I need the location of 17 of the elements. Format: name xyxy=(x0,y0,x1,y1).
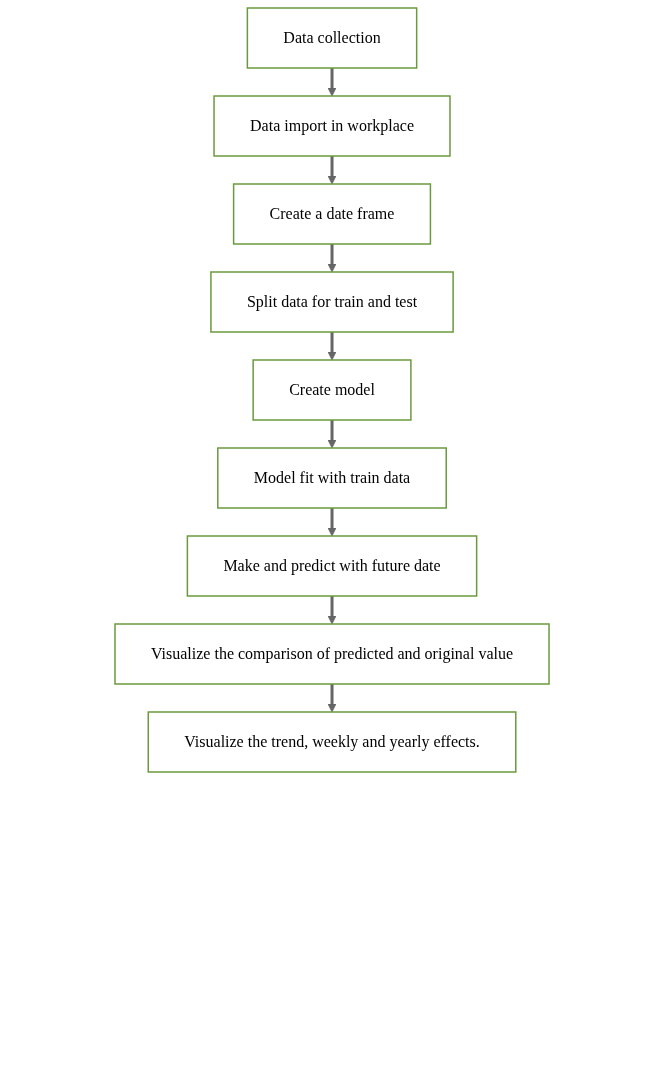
node-box: Model fit with train data xyxy=(217,447,447,509)
arrow xyxy=(327,684,337,713)
node-box: Make and predict with future date xyxy=(186,535,478,597)
arrow xyxy=(327,596,337,625)
arrow xyxy=(327,68,337,97)
arrow xyxy=(327,156,337,185)
node-box: Visualize the trend, weekly and yearly effects. xyxy=(147,711,517,773)
node-box: Create model xyxy=(252,359,412,421)
arrow xyxy=(327,244,337,273)
arrow xyxy=(327,508,337,537)
node-box: Split data for train and test xyxy=(210,271,454,333)
node-box: Visualize the comparison of predicted and original value xyxy=(114,623,550,685)
arrow xyxy=(327,420,337,449)
node-box: Create a date frame xyxy=(232,183,432,245)
node-box: Data import in workplace xyxy=(213,95,451,157)
node-box: Data collection xyxy=(246,7,418,69)
arrow xyxy=(327,332,337,361)
